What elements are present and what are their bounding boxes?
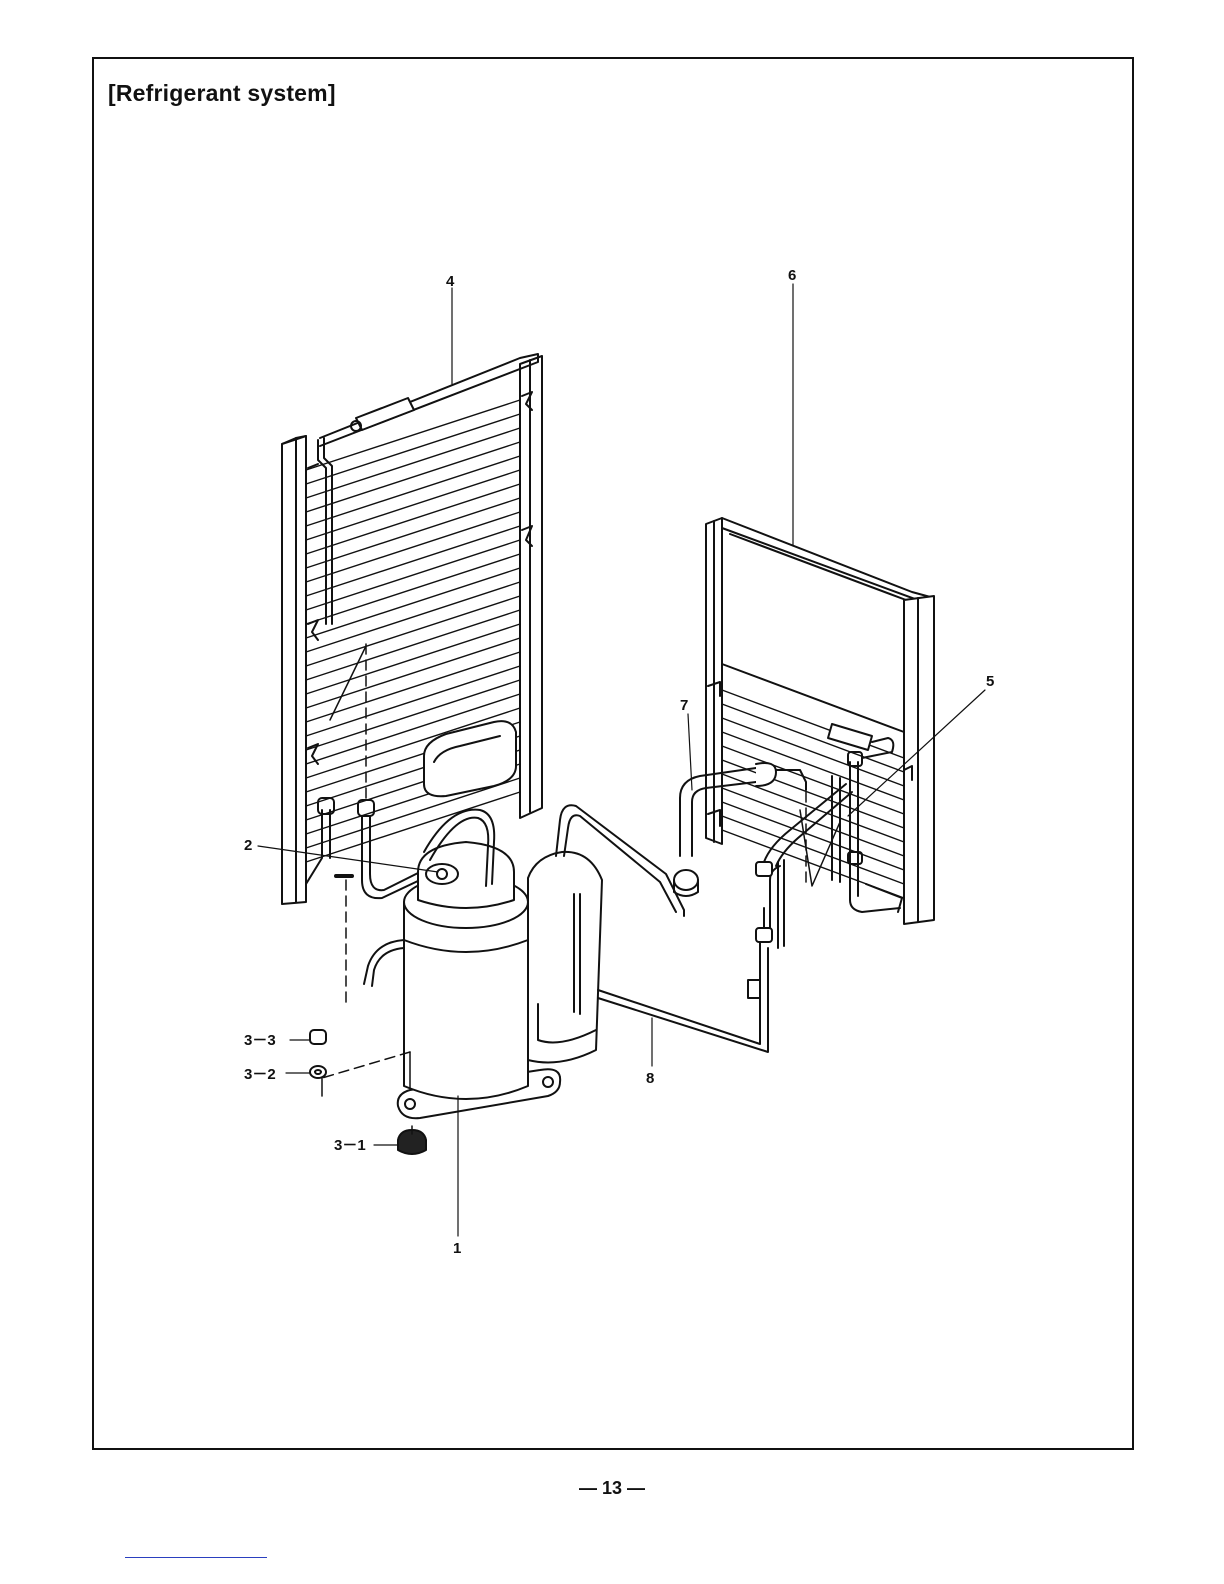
callout-4: 4 [446, 273, 455, 290]
callout-3-3: 3－3 [244, 1032, 276, 1049]
condenser-part-4 [282, 354, 542, 904]
callout-8: 8 [646, 1070, 654, 1087]
callout-2: 2 [244, 837, 252, 854]
callout-7: 7 [680, 697, 688, 714]
compressor-part-1 [322, 805, 684, 1118]
page-number: — 13 — [0, 1478, 1224, 1499]
callout-3-2: 3－2 [244, 1066, 276, 1083]
callout-5: 5 [986, 673, 994, 690]
callout-3-1: 3－1 [334, 1137, 366, 1154]
callout-1: 1 [453, 1240, 461, 1257]
accumulator-cap [424, 721, 516, 796]
callout-6: 6 [788, 267, 796, 284]
pipe-part-8 [598, 784, 852, 1052]
pipe-part-7 [674, 763, 806, 896]
evaporator-part-6 [706, 518, 934, 924]
footer-rule [125, 1557, 267, 1558]
